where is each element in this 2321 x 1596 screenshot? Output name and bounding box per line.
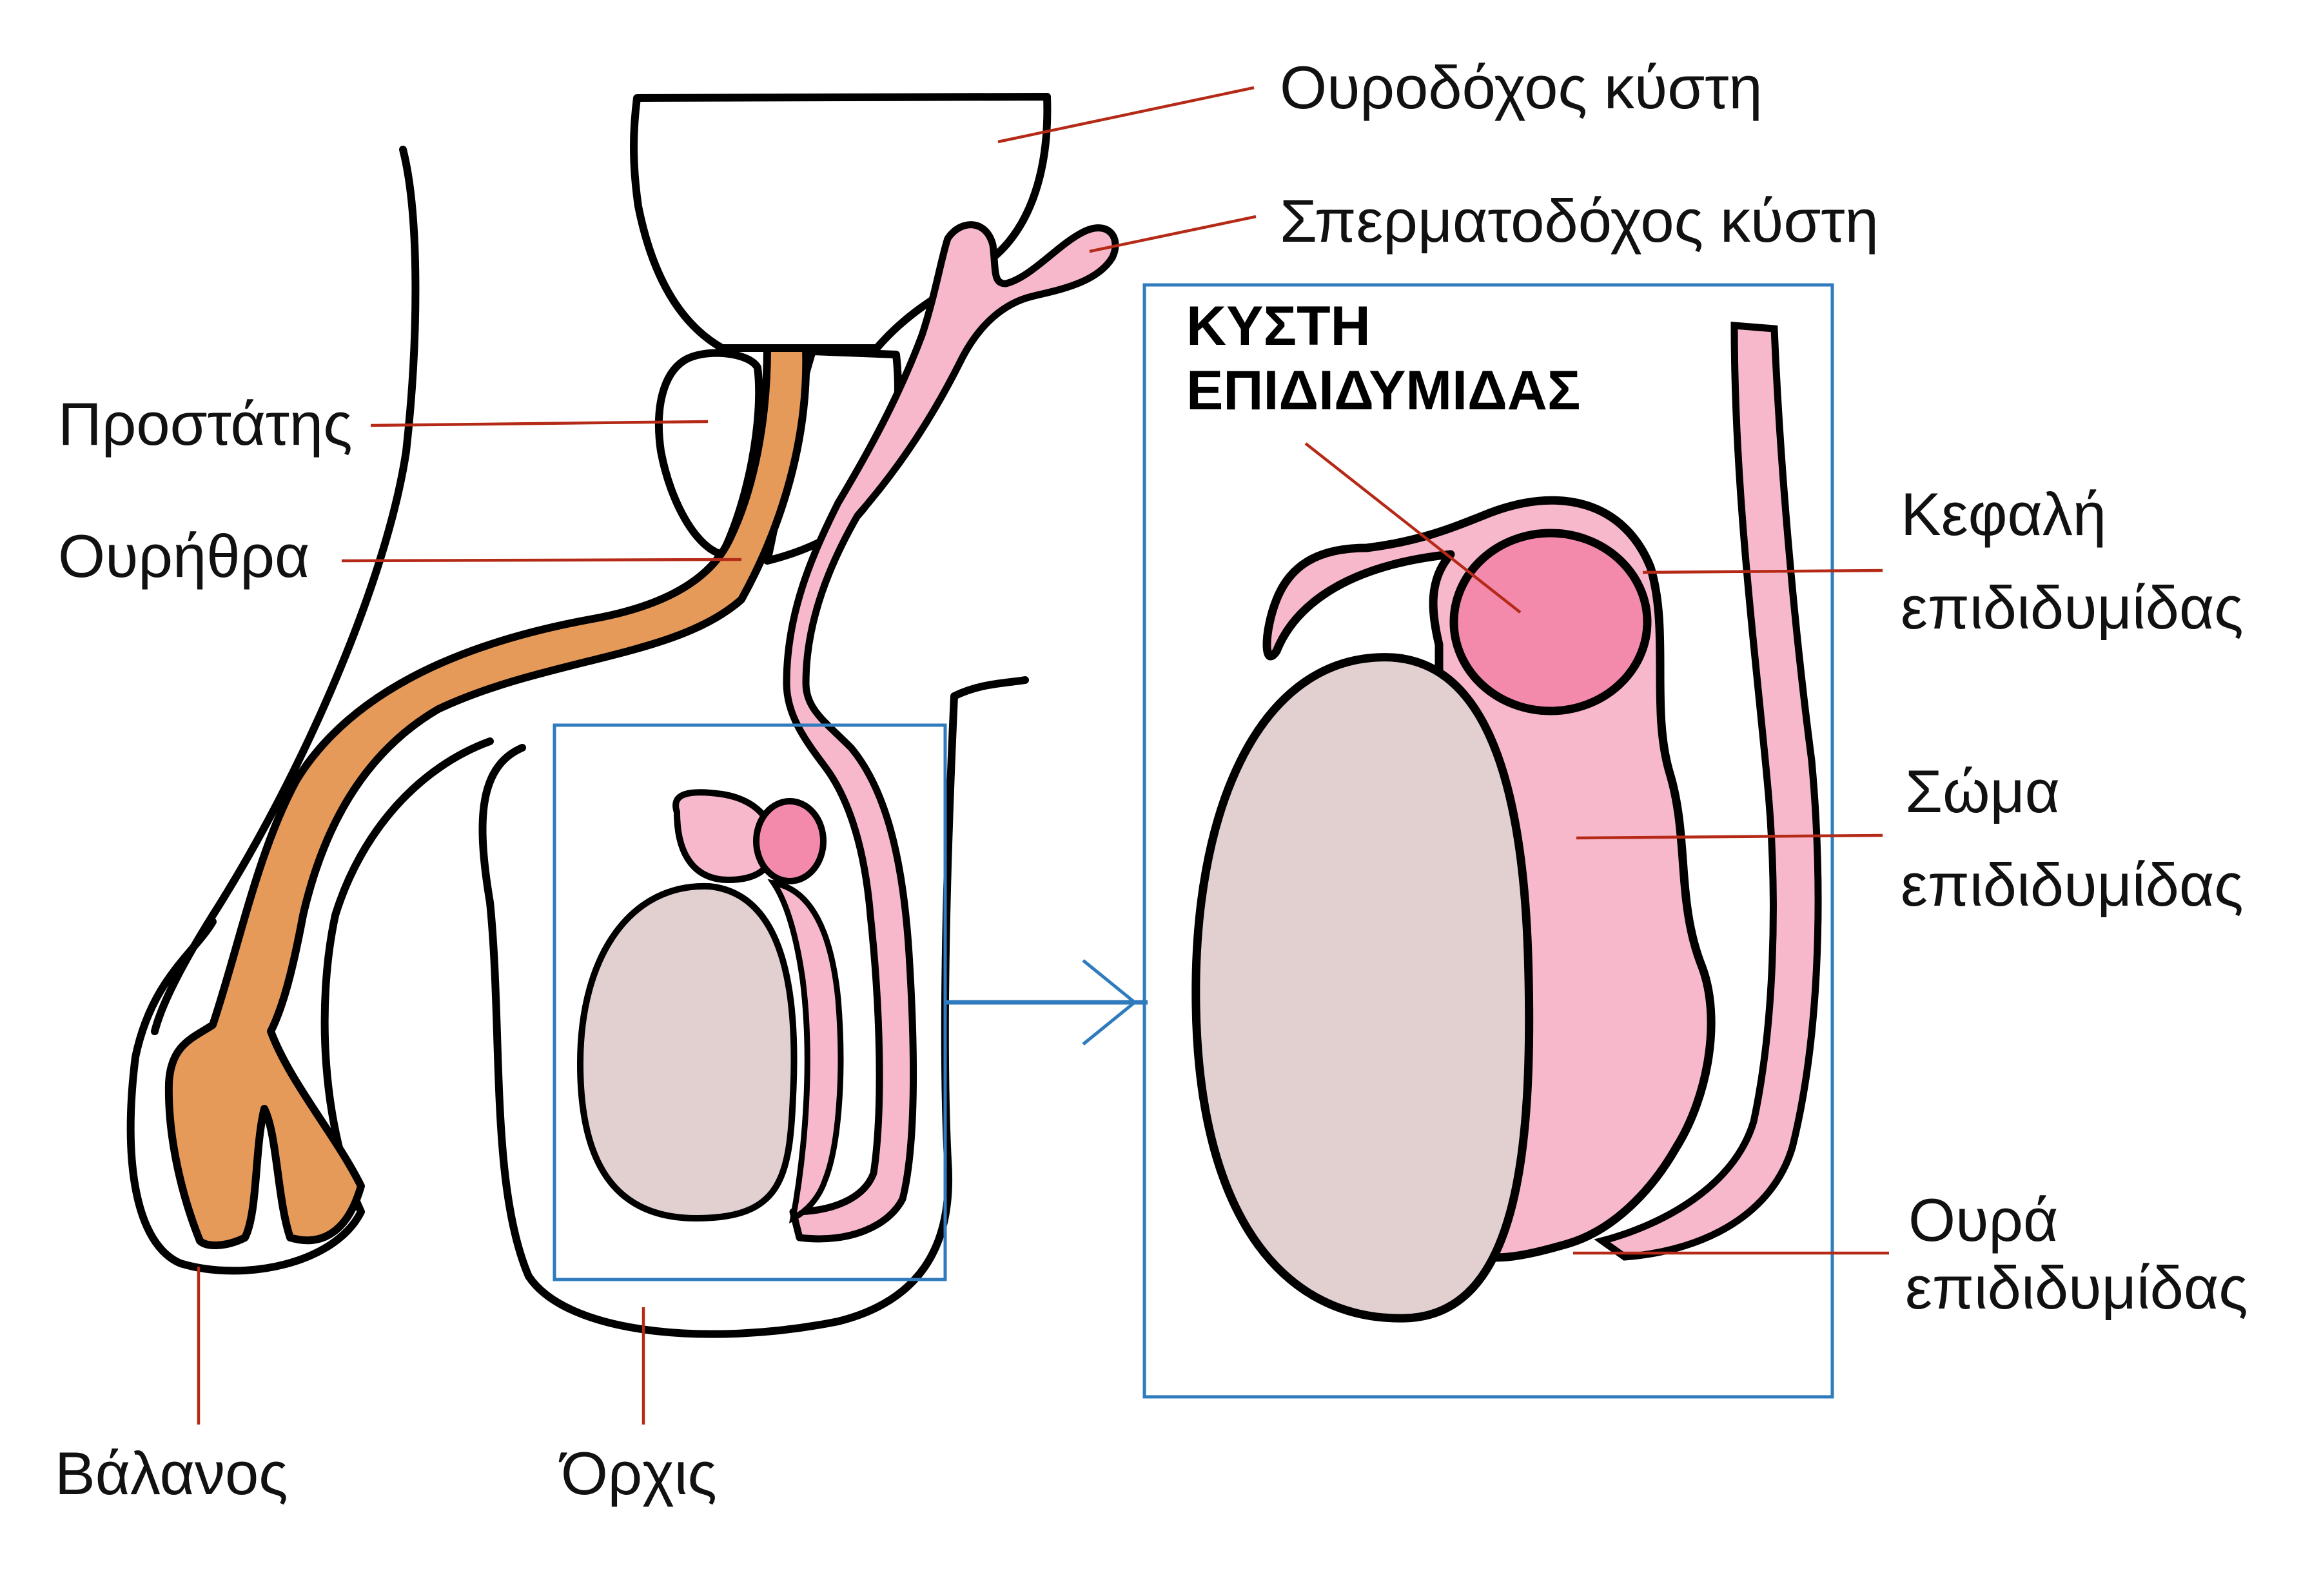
label-testis: Όρχις xyxy=(558,1439,717,1507)
male-anatomy-left xyxy=(126,93,1148,1338)
seminal-vesicle-and-duct xyxy=(783,221,1119,1243)
scrotum-outline xyxy=(478,676,1029,1338)
zoom-arrow-head xyxy=(1082,959,1137,1046)
urinary-bladder xyxy=(630,93,1052,352)
label-bladder: Ουροδόχος κύστη xyxy=(1280,54,1763,121)
leader-head xyxy=(1642,569,1883,574)
epididymal-cyst-small xyxy=(753,798,827,884)
label-cyst-title-line1: ΚΥΣΤΗ xyxy=(1186,295,1371,357)
leader-urethra xyxy=(341,558,742,563)
label-glans: Βάλανος xyxy=(55,1439,288,1507)
labels: Ουροδόχος κύστη Σπερματοδόχος κύστη Προσ… xyxy=(55,54,2248,1507)
label-urethra: Ουρήθρα xyxy=(58,522,309,590)
testis-large xyxy=(1191,653,1534,1323)
leader-lines xyxy=(197,86,1889,1425)
label-seminal-vesicle: Σπερματοδόχος κύστη xyxy=(1280,187,1879,255)
label-cyst-title-line2: ΕΠΙΔΙΔΥΜΙΔΑΣ xyxy=(1186,360,1581,422)
leader-body xyxy=(1576,833,1883,840)
inset-zoom-box xyxy=(1142,283,1834,1399)
epididymal-cyst-large xyxy=(1449,529,1652,715)
label-tail-line1: Ουρά xyxy=(1908,1186,2058,1254)
label-tail-line2: επιδιδυμίδας xyxy=(1905,1254,2248,1321)
leader-seminal-vesicle xyxy=(1089,215,1257,253)
spermatic-duct-large xyxy=(1594,322,1822,1261)
label-head-line1: Κεφαλή xyxy=(1901,480,2106,548)
label-prostate: Προστάτης xyxy=(58,390,353,458)
urethra xyxy=(164,344,810,1249)
leader-prostate xyxy=(370,420,709,427)
epididymis-body-small xyxy=(767,879,844,1224)
testis-small xyxy=(576,882,798,1222)
leader-cyst xyxy=(1304,442,1522,614)
penis-outline xyxy=(126,737,494,1275)
magnified-inset xyxy=(1142,283,1834,1399)
label-body-line2: επιδιδυμίδας xyxy=(1901,851,2244,919)
label-head-line2: επιδιδυμίδας xyxy=(1901,574,2244,641)
leader-bladder xyxy=(997,86,1255,144)
label-body-line1: Σώμα xyxy=(1905,757,2060,825)
